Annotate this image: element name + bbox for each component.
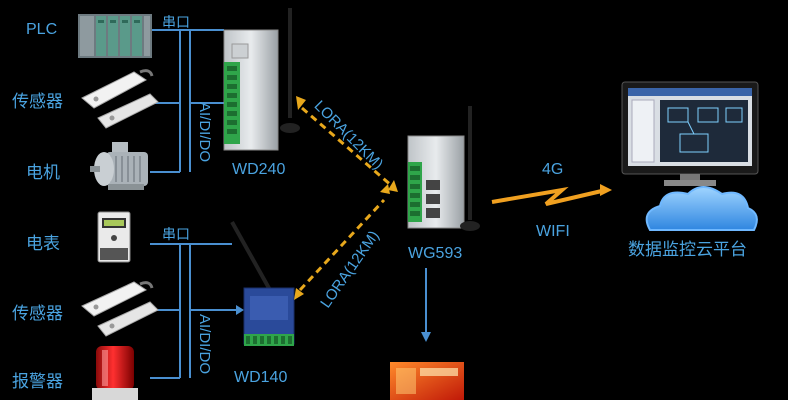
lora-link-arrows	[298, 106, 393, 292]
label-meter: 电表	[26, 234, 60, 254]
label-wd140: WD140	[234, 369, 288, 386]
label-io-1: AI/DI/DO	[196, 102, 213, 163]
label-alarm: 报警器	[12, 372, 63, 392]
magnetic-sensor-icon	[81, 281, 159, 337]
software-box-icon	[390, 362, 464, 400]
label-plc: PLC	[26, 21, 58, 38]
lora-arrowhead-1	[296, 96, 306, 110]
label-wd240: WD240	[232, 161, 286, 178]
bottom-bus-lines	[150, 243, 238, 379]
arrow-to-wd140	[236, 305, 244, 315]
label-io-2: AI/DI/DO	[196, 314, 213, 375]
cloud-icon	[645, 186, 758, 231]
label-motor: 电机	[26, 163, 60, 183]
lora-arrowhead-2	[388, 180, 398, 192]
label-cloud-platform: 数据监控云平台	[628, 240, 747, 260]
wireless-lightning-icon	[491, 186, 607, 206]
alarm-beacon-icon	[92, 346, 138, 400]
label-sensor-1: 传感器	[12, 92, 63, 112]
lora-arrowhead-3	[380, 184, 390, 194]
label-serial-port-1: 串口	[162, 15, 190, 31]
electric-motor-icon	[90, 142, 148, 190]
lightning-arrowhead	[600, 184, 612, 196]
gateway-down-arrow	[421, 332, 431, 342]
label-serial-port-2: 串口	[162, 227, 190, 243]
magnetic-sensor-icon	[81, 69, 159, 129]
lora-gateway-icon	[407, 106, 480, 231]
top-bus-lines	[150, 29, 224, 173]
wd240-device-icon	[223, 8, 300, 151]
label-sensor-2: 传感器	[12, 304, 63, 324]
label-wg593: WG593	[408, 245, 463, 262]
plc-device-icon	[78, 14, 152, 58]
monitor-icon	[621, 81, 759, 186]
lora-arrowhead-4	[294, 288, 304, 300]
label-4g: 4G	[542, 161, 564, 178]
label-wifi: WIFI	[536, 223, 570, 240]
wd140-device-icon	[230, 221, 295, 346]
energy-meter-icon	[97, 211, 131, 263]
